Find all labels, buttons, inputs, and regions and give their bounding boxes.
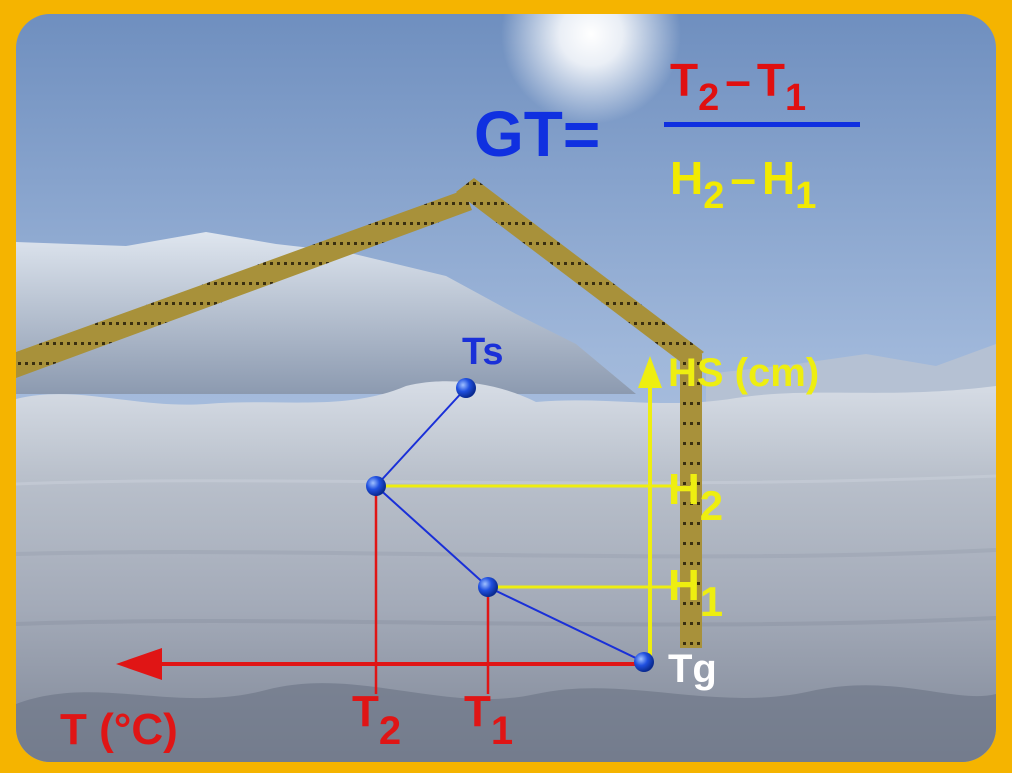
diagram-canvas: Ts Tg HS (cm) H2 H1 T (°C) T2 T1 GT= T2–… xyxy=(16,14,996,762)
label-hs: HS (cm) xyxy=(668,351,819,395)
fraction-bar xyxy=(664,122,860,127)
point-h2 xyxy=(366,476,386,496)
point-ts xyxy=(456,378,476,398)
photo-panel: Ts Tg HS (cm) H2 H1 T (°C) T2 T1 GT= T2–… xyxy=(16,14,996,762)
formula-lhs: GT= xyxy=(474,98,600,170)
label-temp-axis: T (°C) xyxy=(60,705,178,754)
label-tg: Tg xyxy=(668,647,717,691)
label-ts: Ts xyxy=(462,331,504,373)
point-h1 xyxy=(478,577,498,597)
point-tg xyxy=(634,652,654,672)
